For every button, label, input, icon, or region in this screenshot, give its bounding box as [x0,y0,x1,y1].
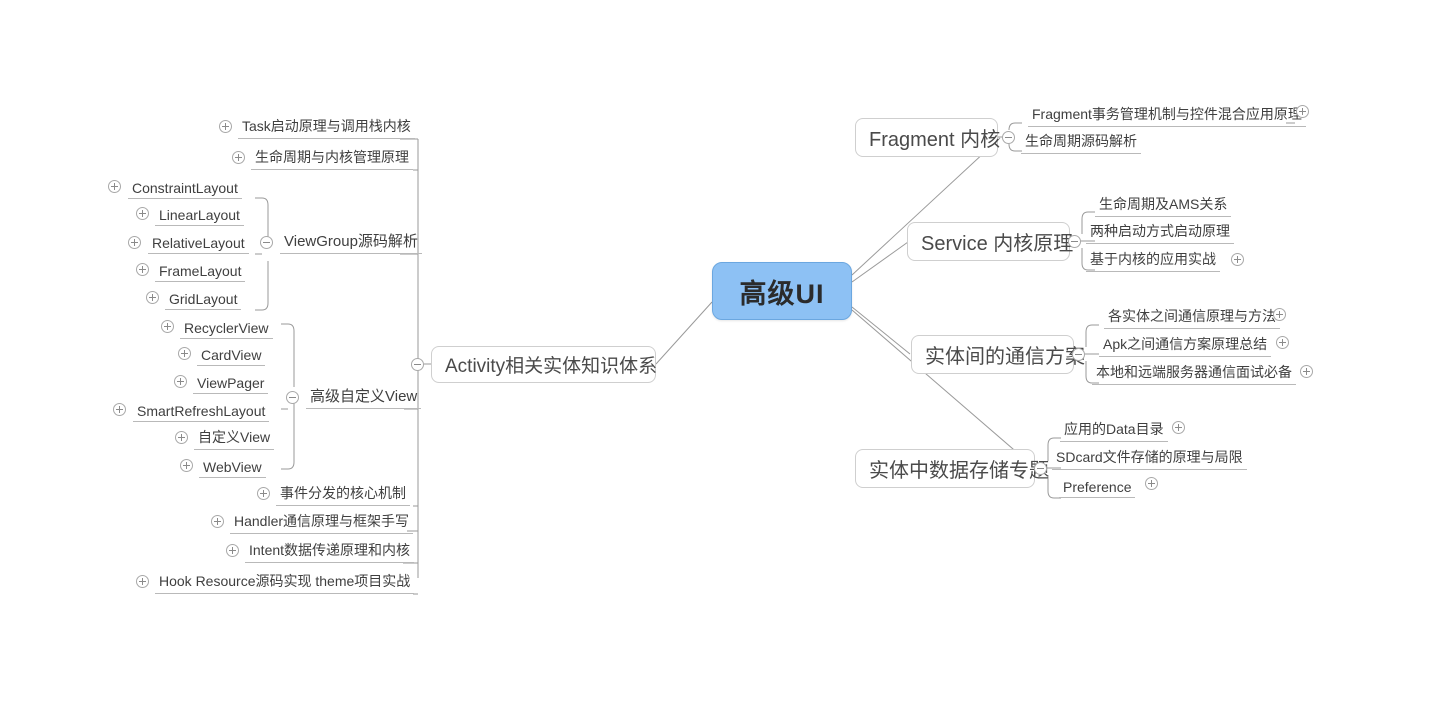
plus-circle-icon-app-data-dir[interactable] [1172,421,1185,434]
node-webview[interactable]: WebView [199,455,266,478]
node-event-dispatch[interactable]: 事件分发的核心机制 [276,483,410,506]
plus-circle-icon-preference[interactable] [1145,477,1158,490]
branch-node-ipc[interactable]: 实体间的通信方案 [911,335,1085,374]
node-preference[interactable]: Preference [1059,475,1136,498]
node-apk-comm-summary[interactable]: Apk之间通信方案原理总结 [1099,334,1272,357]
plus-circle-icon-handler[interactable] [211,515,224,528]
node-cardview[interactable]: CardView [197,343,266,366]
plus-circle-icon-hook-resource[interactable] [136,575,149,588]
node-local-remote-comm[interactable]: 本地和远端服务器通信面试必备 [1092,362,1296,385]
plus-circle-icon-gridlayout[interactable] [146,291,159,304]
plus-circle-icon-apk-comm-summary[interactable] [1276,336,1289,349]
node-viewgroup-source[interactable]: ViewGroup源码解析 [280,231,422,254]
plus-circle-icon-service-kernel-practice[interactable] [1231,253,1244,266]
node-smartrefreshlayout[interactable]: SmartRefreshLayout [133,399,270,422]
root-node[interactable]: 高级UI [712,262,852,320]
plus-circle-icon-viewpager[interactable] [174,375,187,388]
node-fragment-transaction[interactable]: Fragment事务管理机制与控件混合应用原理 [1028,104,1306,127]
branch-node-fragment[interactable]: Fragment 内核 [855,118,1000,157]
minus-circle-icon-ipc[interactable] [1072,348,1085,361]
node-constraintlayout[interactable]: ConstraintLayout [128,176,242,199]
plus-circle-icon-webview[interactable] [180,459,193,472]
plus-circle-icon-lifecycle-kernel[interactable] [232,151,245,164]
plus-circle-icon-local-remote-comm[interactable] [1300,365,1313,378]
plus-circle-icon-constraintlayout[interactable] [108,180,121,193]
node-service-lifecycle-ams[interactable]: 生命周期及AMS关系 [1095,194,1232,217]
branch-node-activity[interactable]: Activity相关实体知识体系 [431,346,657,383]
plus-circle-icon-linearlayout[interactable] [136,207,149,220]
node-gridlayout[interactable]: GridLayout [165,287,242,310]
node-entity-comm-principles[interactable]: 各实体之间通信原理与方法 [1104,306,1280,329]
plus-circle-icon-entity-comm-principles[interactable] [1273,308,1286,321]
minus-circle-icon-fragment[interactable] [1002,131,1015,144]
node-relativelayout[interactable]: RelativeLayout [148,231,249,254]
node-custom-view[interactable]: 自定义View [194,427,275,450]
plus-circle-icon-custom-view[interactable] [175,431,188,444]
minus-circle-icon-storage[interactable] [1034,462,1047,475]
minus-circle-icon-advanced-customview[interactable] [286,391,299,404]
plus-circle-icon-cardview[interactable] [178,347,191,360]
node-service-kernel-practice[interactable]: 基于内核的应用实战 [1086,249,1220,272]
node-task-startup[interactable]: Task启动原理与调用栈内核 [238,116,415,139]
plus-circle-icon-task-startup[interactable] [219,120,232,133]
node-hook-resource[interactable]: Hook Resource源码实现 theme项目实战 [155,571,415,594]
node-viewpager[interactable]: ViewPager [193,371,269,394]
node-framelayout[interactable]: FrameLayout [155,259,246,282]
minus-circle-icon-viewgroup[interactable] [260,236,273,249]
node-fragment-lifecycle-source[interactable]: 生命周期源码解析 [1021,131,1141,154]
plus-circle-icon-smartrefreshlayout[interactable] [113,403,126,416]
node-service-two-start-modes[interactable]: 两种启动方式启动原理 [1086,221,1234,244]
branch-node-service[interactable]: Service 内核原理 [907,222,1073,261]
plus-circle-icon-relativelayout[interactable] [128,236,141,249]
node-advanced-customview[interactable]: 高级自定义View [306,386,422,409]
plus-circle-icon-framelayout[interactable] [136,263,149,276]
plus-circle-icon-intent[interactable] [226,544,239,557]
plus-circle-icon-fragment-transaction[interactable] [1296,105,1309,118]
node-app-data-dir[interactable]: 应用的Data目录 [1060,419,1168,442]
node-sdcard-storage[interactable]: SDcard文件存储的原理与局限 [1052,447,1247,470]
plus-circle-icon-event-dispatch[interactable] [257,487,270,500]
node-linearlayout[interactable]: LinearLayout [155,203,244,226]
node-lifecycle-kernel[interactable]: 生命周期与内核管理原理 [251,147,413,170]
plus-circle-icon-recyclerview[interactable] [161,320,174,333]
node-intent[interactable]: Intent数据传递原理和内核 [245,540,415,563]
minus-circle-icon-activity[interactable] [411,358,424,371]
node-handler[interactable]: Handler通信原理与框架手写 [230,511,414,534]
minus-circle-icon-service[interactable] [1068,235,1081,248]
branch-node-storage[interactable]: 实体中数据存储专题 [855,449,1049,488]
node-recyclerview[interactable]: RecyclerView [180,316,273,339]
